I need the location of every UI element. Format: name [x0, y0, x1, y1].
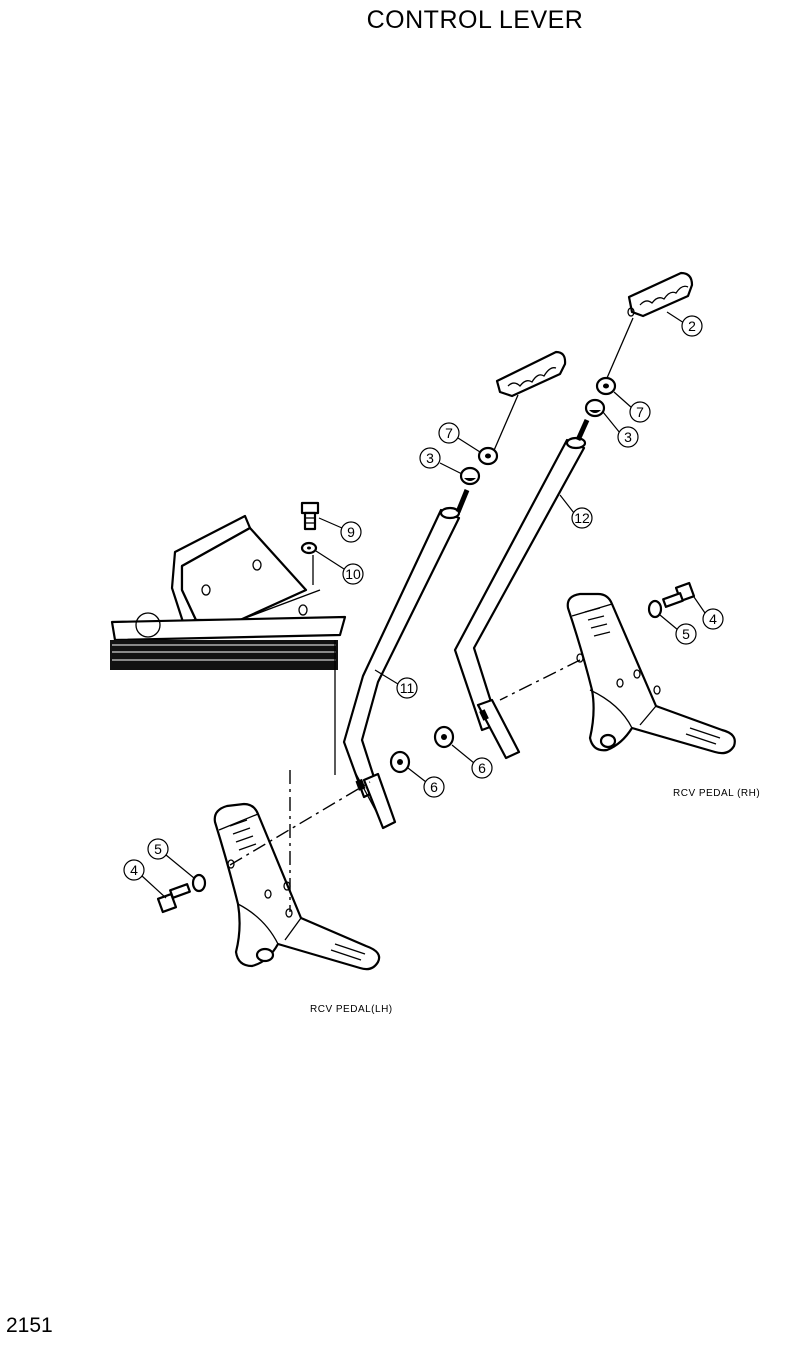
- washer-5-right: [647, 599, 663, 619]
- label-rcv-pedal-lh: RCV PEDAL(LH): [310, 1004, 393, 1015]
- svg-text:7: 7: [445, 425, 453, 441]
- stud-right: [575, 418, 590, 442]
- callout-4-right: 4: [693, 596, 724, 630]
- callout-4-left: 4: [123, 859, 167, 899]
- callout-6-right: 6: [451, 744, 493, 779]
- bolt-4-left: [156, 883, 191, 914]
- rcv-pedal-lh: [213, 802, 381, 971]
- svg-text:3: 3: [426, 450, 434, 466]
- washer-10: [300, 541, 318, 585]
- leader-grip-left: [491, 394, 519, 456]
- floor-bracket: [110, 514, 347, 775]
- grip-left: [495, 350, 567, 398]
- svg-text:9: 9: [347, 524, 355, 540]
- nut-6-right: [433, 725, 455, 749]
- bolt-4-right: [662, 581, 696, 608]
- ball-3-right: [584, 398, 606, 418]
- nut-7-right: [595, 376, 617, 396]
- callout-5-right: 5: [659, 614, 697, 645]
- lever-12: [453, 436, 587, 760]
- callout-3-right: 3: [602, 411, 639, 448]
- page-title: CONTROL LEVER: [366, 6, 584, 34]
- washer-5-left: [191, 873, 207, 893]
- svg-text:6: 6: [430, 779, 438, 795]
- bolt-9: [300, 501, 320, 531]
- svg-text:5: 5: [682, 626, 690, 642]
- svg-text:3: 3: [624, 429, 632, 445]
- svg-text:6: 6: [478, 760, 486, 776]
- callout-7-right: 7: [613, 391, 651, 423]
- callout-10: 10: [315, 550, 364, 585]
- label-rcv-pedal-rh: RCV PEDAL (RH): [673, 788, 760, 799]
- ball-3-left: [459, 466, 481, 486]
- svg-text:4: 4: [709, 611, 717, 627]
- nut-6-left: [389, 750, 411, 774]
- svg-text:10: 10: [345, 566, 361, 582]
- callout-11: 11: [374, 669, 418, 699]
- nut-7-left: [477, 446, 499, 466]
- assembly-center-lines: [229, 659, 581, 912]
- page-number: 2151: [6, 1314, 53, 1337]
- leader-grip-right: [606, 317, 634, 379]
- callout-9: 9: [318, 517, 362, 543]
- grip-right: [627, 271, 694, 318]
- svg-text:2: 2: [688, 318, 696, 334]
- callout-3-left: 3: [419, 447, 463, 475]
- callout-2: 2: [666, 311, 703, 337]
- rcv-pedal-rh: [566, 592, 736, 755]
- callout-6-left: 6: [407, 767, 445, 798]
- svg-text:7: 7: [636, 404, 644, 420]
- stud-left: [455, 489, 470, 513]
- callout-12: 12: [559, 494, 593, 529]
- svg-text:12: 12: [574, 510, 590, 526]
- svg-text:4: 4: [130, 862, 138, 878]
- svg-text:11: 11: [400, 680, 415, 696]
- lever-11: [342, 506, 461, 830]
- callout-7-left: 7: [438, 422, 481, 453]
- callout-5-left: 5: [147, 838, 195, 879]
- svg-text:5: 5: [154, 841, 162, 857]
